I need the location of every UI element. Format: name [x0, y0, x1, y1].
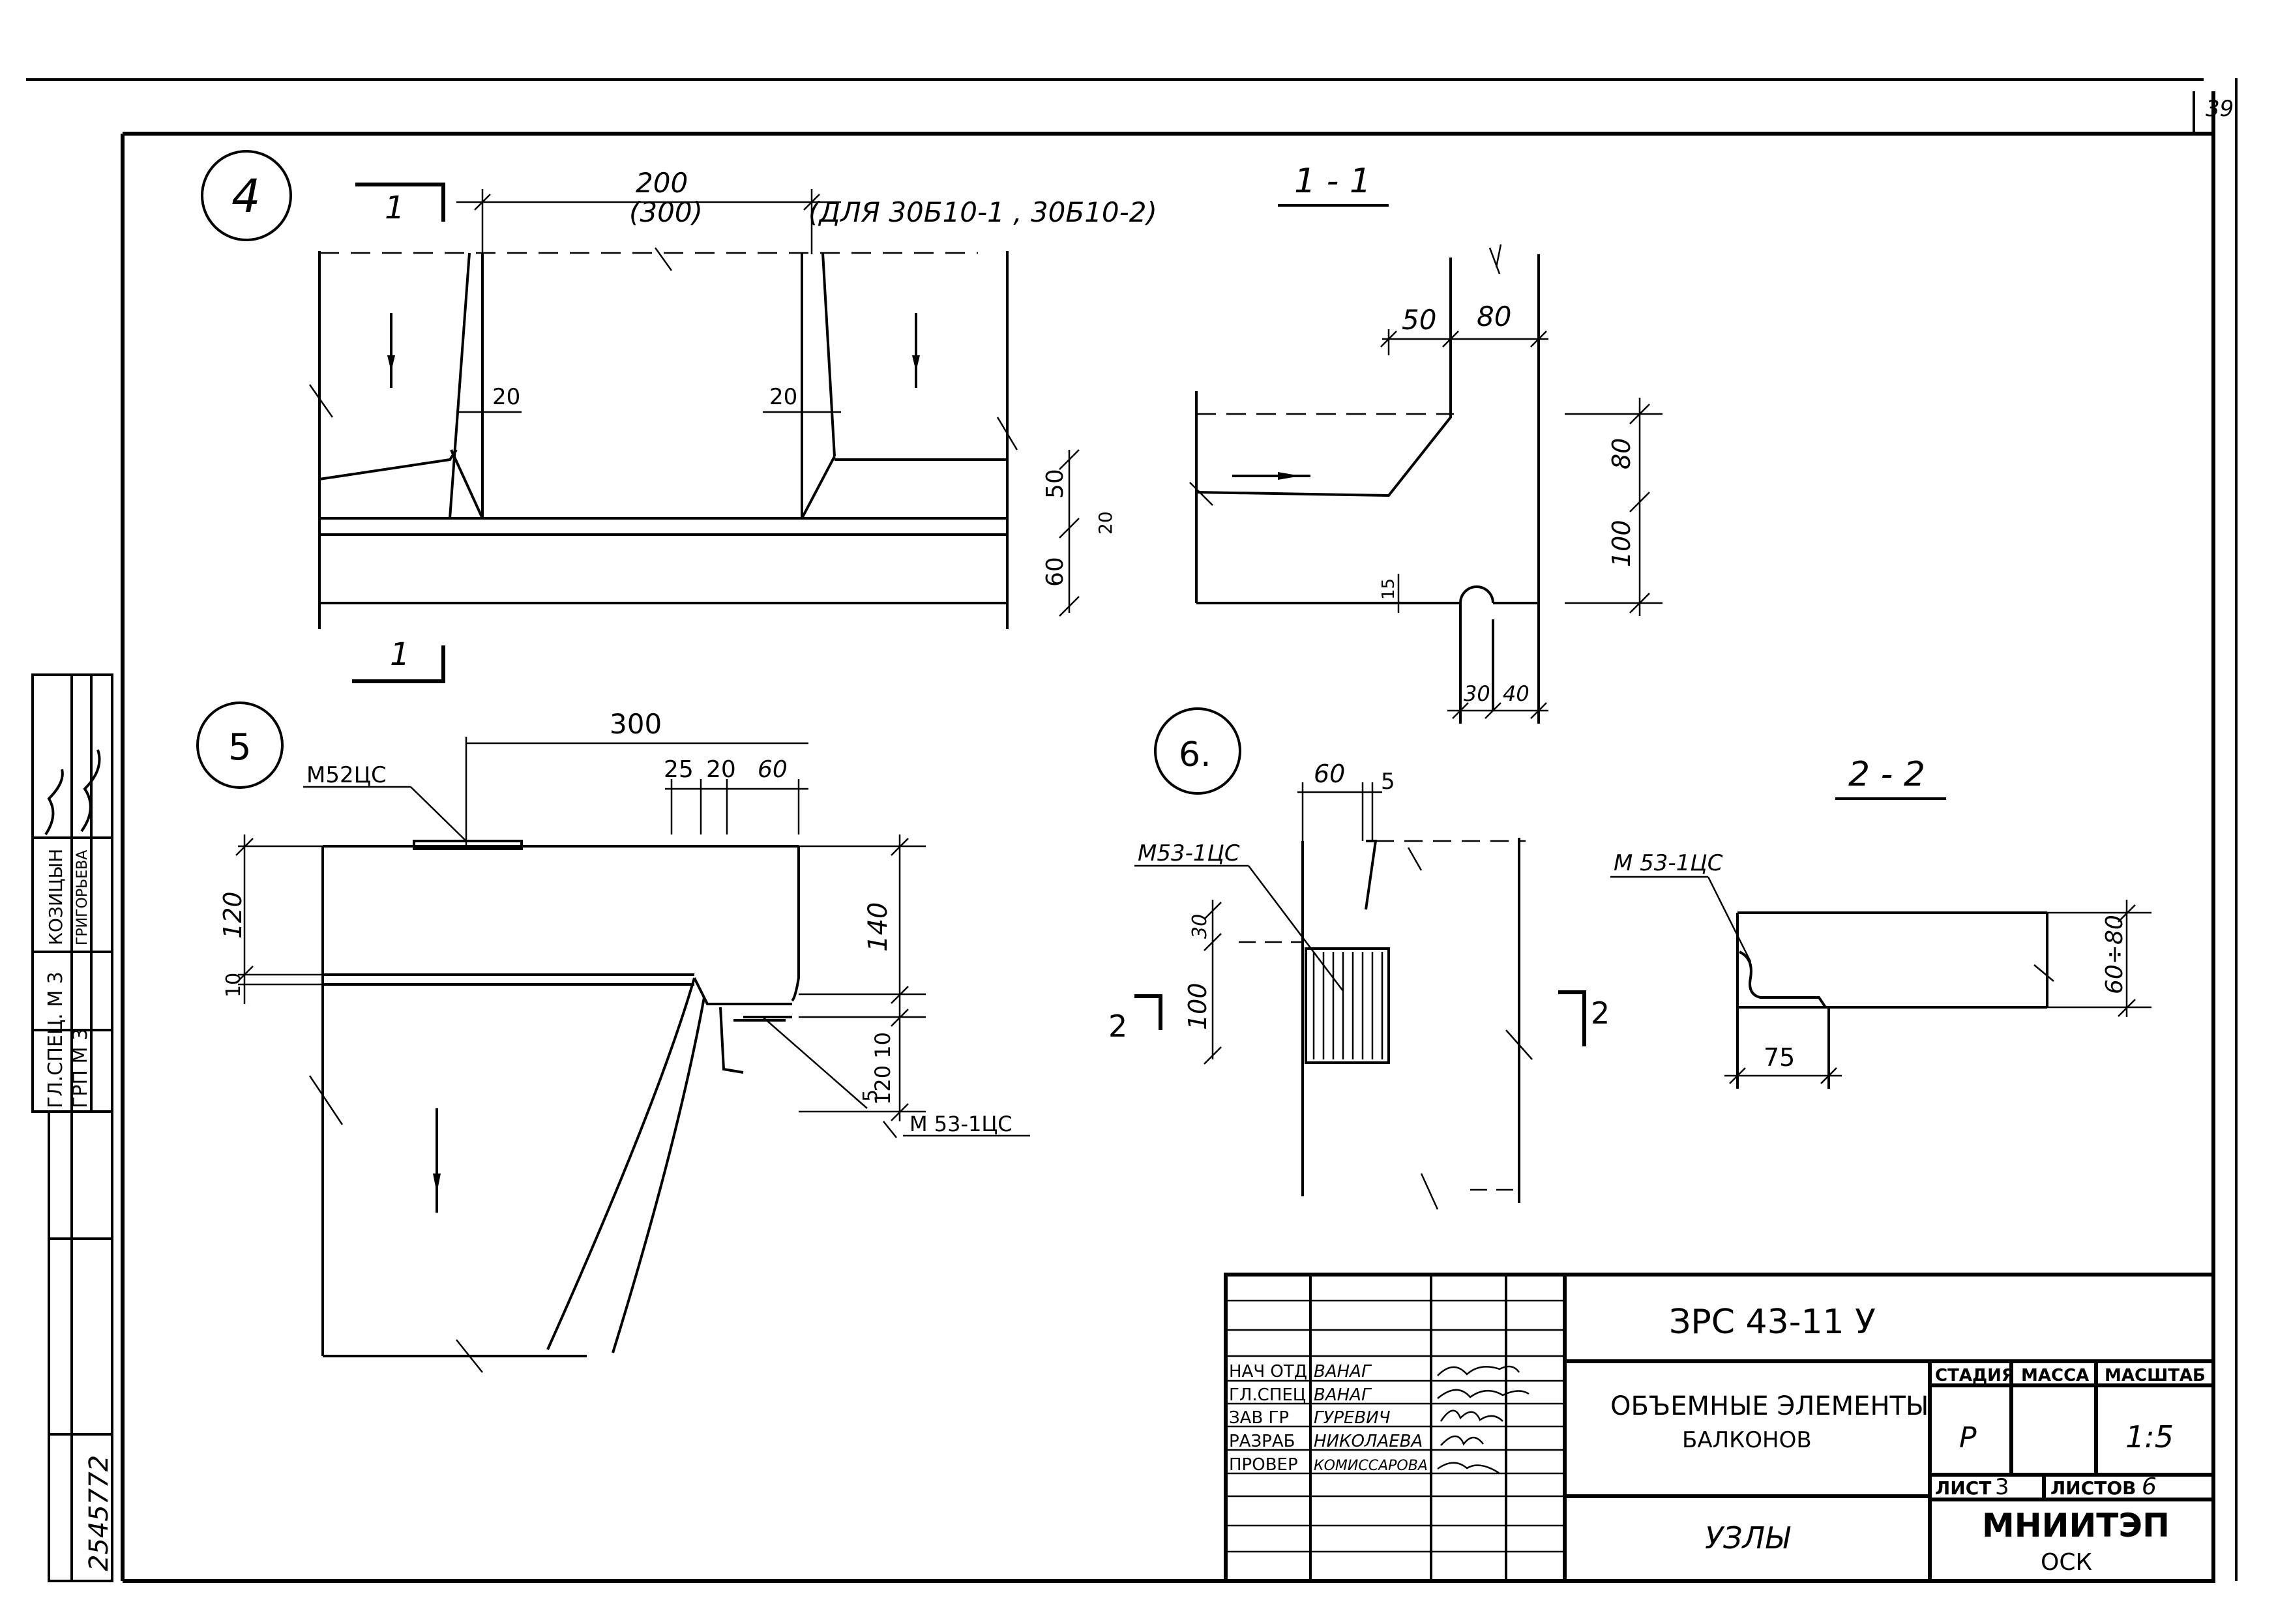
- node-5-dim-20: 20: [706, 756, 736, 783]
- section-1-1-dim-80: 80: [1477, 301, 1511, 332]
- section-2-2-dim-60-80: 60÷80: [2101, 915, 2128, 994]
- section-1-1-dim-30: 30: [1464, 681, 1490, 706]
- title-block-organization-unit: ОСК: [2041, 1549, 2092, 1576]
- section-mark-bottom: 1: [390, 636, 410, 673]
- node-5-dim-120-10: 120 10: [870, 1032, 895, 1105]
- node-5-dim-5: 5: [859, 1089, 882, 1102]
- left-stamp-role-1: ГЛ.СПЕЦ. М 3: [44, 971, 67, 1108]
- title-block-scale-value: 1:5: [2125, 1419, 2174, 1454]
- left-stamp-name-1: КОЗИЦЫН: [45, 849, 67, 945]
- section-1-1-dim-15: 15: [1379, 578, 1398, 600]
- node-5-dim-10: 10: [222, 973, 245, 997]
- node-5-dim-140: 140: [863, 902, 893, 952]
- node-6-mark-right: 2: [1591, 996, 1610, 1031]
- section-2-2: 2 - 2 М 53-1ЦС 60÷80 75: [1610, 755, 2151, 1089]
- title-block-name-4: КОМИССАРОВА: [1314, 1458, 1428, 1474]
- section-1-1-dim-80-vertical: 80: [1607, 438, 1636, 469]
- section-2-2-dim-75: 75: [1764, 1043, 1795, 1072]
- left-stamp-role-2: ГРП М 3: [69, 1028, 92, 1108]
- node-6-dim-5: 5: [1381, 769, 1395, 795]
- left-stamp-signature-1: [44, 769, 64, 836]
- node-4-dim-20-small: 20: [1095, 511, 1116, 535]
- left-stamp-archive-number: 2545772: [84, 1455, 114, 1571]
- node-5-dim-120: 120: [218, 891, 247, 939]
- title-block-header-scale: МАСШТАБ: [2105, 1366, 2206, 1385]
- title-block-header-stage: СТАДИЯ: [1935, 1366, 2015, 1385]
- section-1-1: 1 - 1 50 80 80 100 15: [1189, 162, 1663, 724]
- title-block-sheets-label: ЛИСТОВ: [2050, 1477, 2136, 1499]
- title-block: НАЧ ОТД ВАНАГ ГЛ.СПЕЦ ВАНАГ ЗАВ ГР ГУРЕВ…: [1224, 1273, 2215, 1583]
- title-block-sheets-total: 6: [2142, 1473, 2157, 1500]
- title-block-role-3: РАЗРАБ: [1229, 1432, 1295, 1451]
- section-cut-bottom: [352, 645, 445, 683]
- node-6-mark-left: 2: [1108, 1009, 1127, 1044]
- node-5-dim-60: 60: [758, 756, 788, 783]
- node-6-dim-30: 30: [1189, 914, 1211, 939]
- title-block-name-0: ВАНАГ: [1314, 1362, 1372, 1381]
- left-stamp-signature-2: [80, 749, 101, 833]
- node-4-note: (ДЛЯ 30Б10-1 , 30Б10-2): [808, 196, 1157, 228]
- node-4-dim-20-right: 20: [769, 384, 797, 410]
- title-block-role-4: ПРОВЕР: [1229, 1455, 1298, 1475]
- node-4-dim-50: 50: [1042, 469, 1069, 499]
- section-2-2-title: 2 - 2: [1848, 755, 1925, 794]
- node-6-dim-60: 60: [1314, 760, 1345, 788]
- node-4-dim-60: 60: [1042, 557, 1069, 587]
- node-5-label-m52: М52ЦС: [306, 762, 387, 788]
- title-block-role-2: ЗАВ ГР: [1229, 1408, 1289, 1428]
- node-6: 6. 60 5 М53-1ЦС: [1108, 707, 1610, 1210]
- title-block-stage-value: Р: [1959, 1421, 1977, 1454]
- title-block-role-0: НАЧ ОТД: [1229, 1362, 1307, 1381]
- node-4-circle: [201, 150, 292, 241]
- node-4-dim-20-left: 20: [492, 384, 520, 410]
- left-stamp: ГЛ.СПЕЦ. М 3 ГРП М 3 КОЗИЦЫН ГРИГОРЬЕВА …: [31, 673, 114, 1582]
- section-mark-top: 1: [385, 190, 405, 226]
- node-5-label: 5: [228, 726, 252, 769]
- node-6-embedded-plate: [1305, 947, 1390, 1064]
- node-6-circle: [1154, 707, 1241, 795]
- node-5-label-m53: М 53-1ЦС: [909, 1112, 1012, 1136]
- title-block-signatures: [1437, 1365, 1530, 1475]
- section-1-1-dim-50: 50: [1402, 304, 1436, 336]
- node-6-label: 6.: [1179, 735, 1211, 775]
- node-6-dim-100: 100: [1183, 982, 1212, 1030]
- sheet-corner-number: 39: [2206, 96, 2234, 122]
- node-5-dim-25: 25: [664, 756, 694, 783]
- section-1-1-dim-100: 100: [1607, 520, 1636, 567]
- title-block-header-mass: МАССА: [2021, 1366, 2089, 1385]
- section-1-1-title: 1 - 1: [1294, 162, 1371, 201]
- node-4: 4 1 1 200 (300) (ДЛЯ 30Б10-1 , 30Б10-2): [201, 150, 1157, 683]
- left-stamp-name-2: ГРИГОРЬЕВА: [74, 850, 91, 945]
- title-block-doc-code: ЗРС 43-11 У: [1669, 1303, 1876, 1342]
- section-2-2-label-m53: М 53-1ЦС: [1614, 850, 1723, 876]
- section-cut-top: [355, 183, 445, 222]
- section-1-1-dim-40: 40: [1503, 681, 1530, 706]
- node-6-label-m53: М53-1ЦС: [1138, 840, 1240, 866]
- node-5-dim-300: 300: [610, 708, 662, 740]
- node-4-dim-200: 200: [636, 167, 688, 199]
- title-block-name-1: ВАНАГ: [1314, 1385, 1372, 1405]
- title-block-sheet-number: 3: [1995, 1474, 2009, 1500]
- title-block-name-2: ГУРЕВИЧ: [1314, 1408, 1391, 1428]
- title-block-title-line-2: БАЛКОНОВ: [1682, 1427, 1812, 1453]
- node-5-circle: [196, 701, 284, 789]
- title-block-role-1: ГЛ.СПЕЦ: [1229, 1385, 1306, 1405]
- title-block-organization: МНИИТЭП: [1982, 1507, 2170, 1544]
- node-4-label: 4: [231, 170, 261, 223]
- title-block-subtitle: УЗЛЫ: [1705, 1520, 1791, 1556]
- node-5: 5 300 25 20 60 М52ЦС: [196, 701, 1030, 1373]
- title-block-title-line-1: ОБЪЕМНЫЕ ЭЛЕМЕНТЫ: [1610, 1391, 1929, 1421]
- title-block-name-3: НИКОЛАЕВА: [1314, 1432, 1423, 1451]
- title-block-sheet-label: ЛИСТ: [1935, 1477, 1991, 1499]
- node-4-dim-300: (300): [629, 196, 703, 228]
